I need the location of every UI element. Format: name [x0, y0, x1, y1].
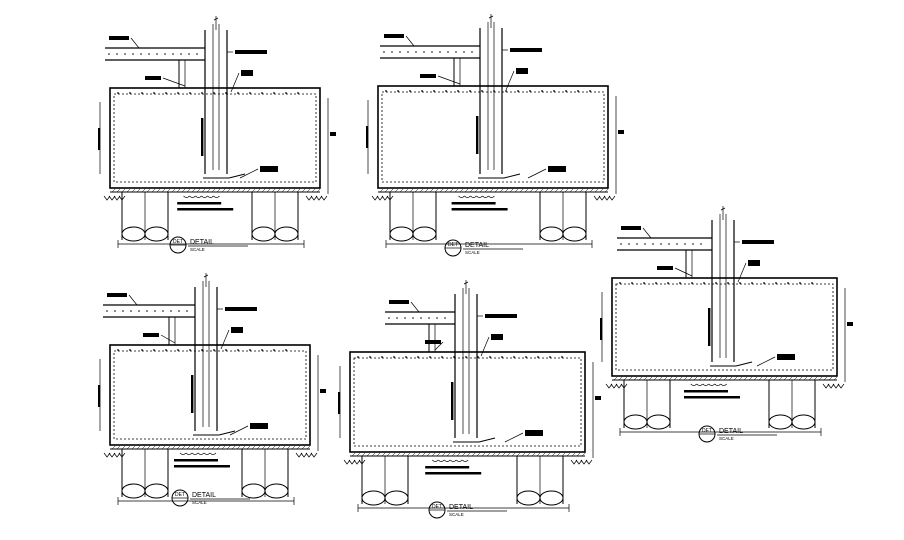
detail-title: DETAIL	[465, 242, 489, 249]
pile	[768, 380, 816, 430]
detail-title: DETAIL	[192, 492, 216, 499]
pile	[516, 456, 564, 506]
detail-tag: DET	[175, 492, 185, 498]
detail-tag: DET	[432, 504, 442, 510]
detail-scale: SCALE	[465, 250, 480, 255]
detail-tag: DET	[173, 239, 183, 245]
pile	[539, 192, 587, 242]
pile	[389, 192, 437, 242]
detail-scale: SCALE	[449, 512, 464, 517]
detail-tag: DET	[702, 428, 712, 434]
detail-title: DETAIL	[719, 428, 743, 435]
detail-title: DETAIL	[190, 239, 214, 246]
pile	[241, 449, 289, 499]
pile	[251, 192, 299, 242]
detail-scale: SCALE	[190, 247, 205, 252]
pile	[361, 456, 409, 506]
pile	[623, 380, 671, 430]
detail-scale: SCALE	[192, 500, 207, 505]
pile	[121, 192, 169, 242]
detail-scale: SCALE	[719, 436, 734, 441]
pile	[121, 449, 169, 499]
detail-tag: DET	[448, 242, 458, 248]
detail-title: DETAIL	[449, 504, 473, 511]
